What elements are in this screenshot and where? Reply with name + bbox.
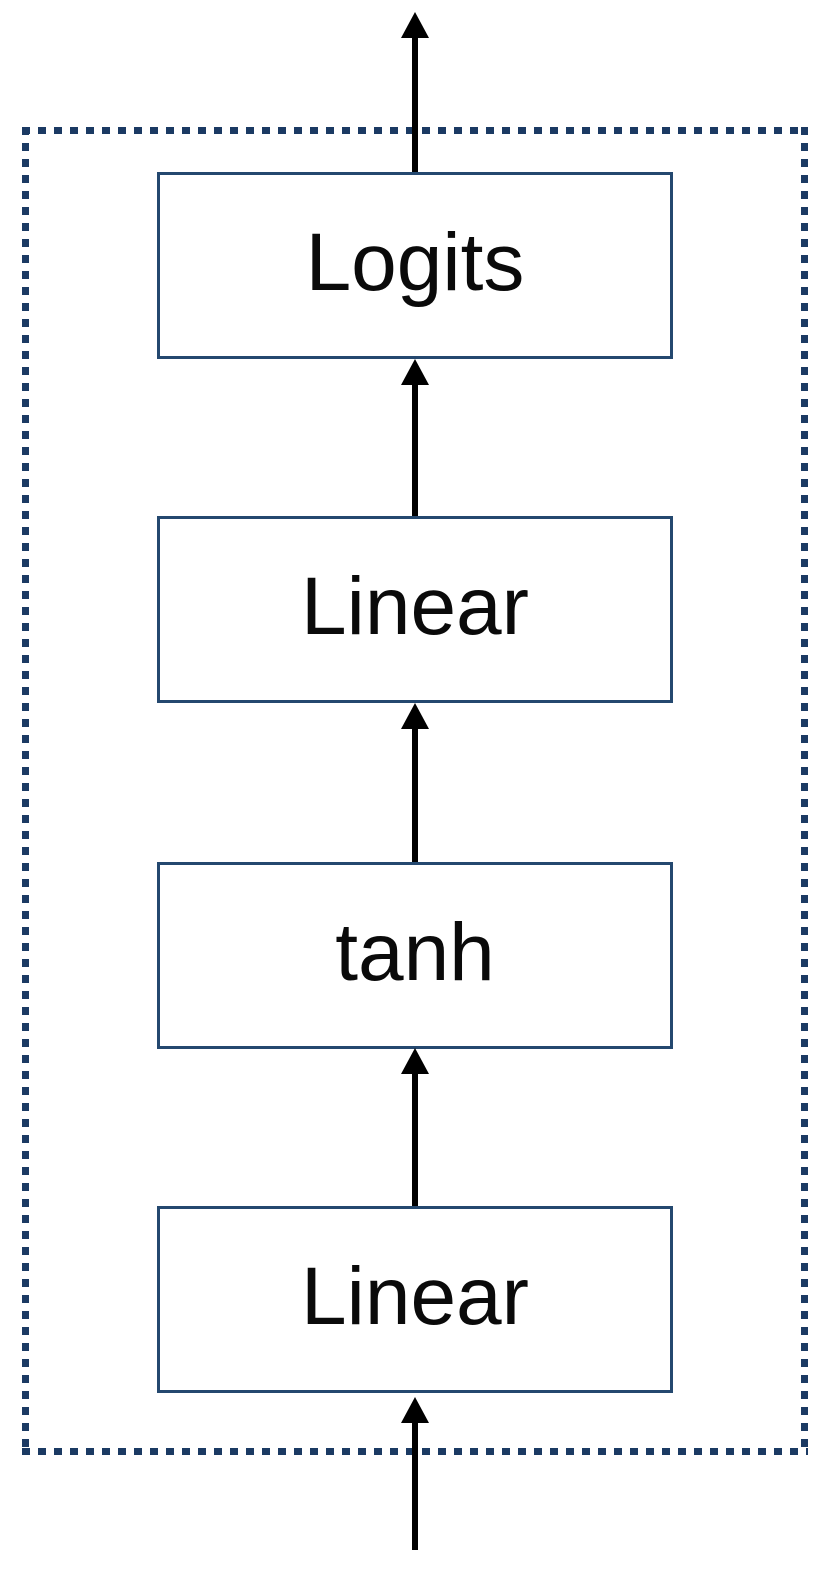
edge-up-arrow-icon-linear-to-logits xyxy=(401,359,429,516)
node-logits: Logits xyxy=(157,172,673,359)
node-linear-lower: Linear xyxy=(157,1206,673,1393)
node-linear-upper-label: Linear xyxy=(301,560,529,652)
arrow-tail xyxy=(412,1074,418,1206)
arrowhead-icon xyxy=(401,1048,429,1074)
arrowhead-icon xyxy=(401,703,429,729)
dotted-frame-left-edge xyxy=(22,127,29,1455)
arrowhead-icon xyxy=(401,359,429,385)
edge-up-arrow-icon-linear-to-tanh xyxy=(401,1048,429,1206)
dotted-frame-right-edge xyxy=(801,127,808,1455)
edge-up-arrow-icon-tanh-to-linear xyxy=(401,703,429,862)
node-tanh: tanh xyxy=(157,862,673,1049)
node-linear-upper: Linear xyxy=(157,516,673,703)
node-logits-label: Logits xyxy=(305,216,525,308)
arrow-tail xyxy=(412,38,418,172)
arrow-tail xyxy=(412,385,418,516)
input-up-arrow-icon xyxy=(401,1397,429,1550)
arrow-tail xyxy=(412,1423,418,1550)
node-tanh-label: tanh xyxy=(335,906,495,998)
arrowhead-icon xyxy=(401,12,429,38)
output-up-arrow-icon xyxy=(401,12,429,172)
arrow-tail xyxy=(412,729,418,862)
node-linear-lower-label: Linear xyxy=(301,1250,529,1342)
arrowhead-icon xyxy=(401,1397,429,1423)
